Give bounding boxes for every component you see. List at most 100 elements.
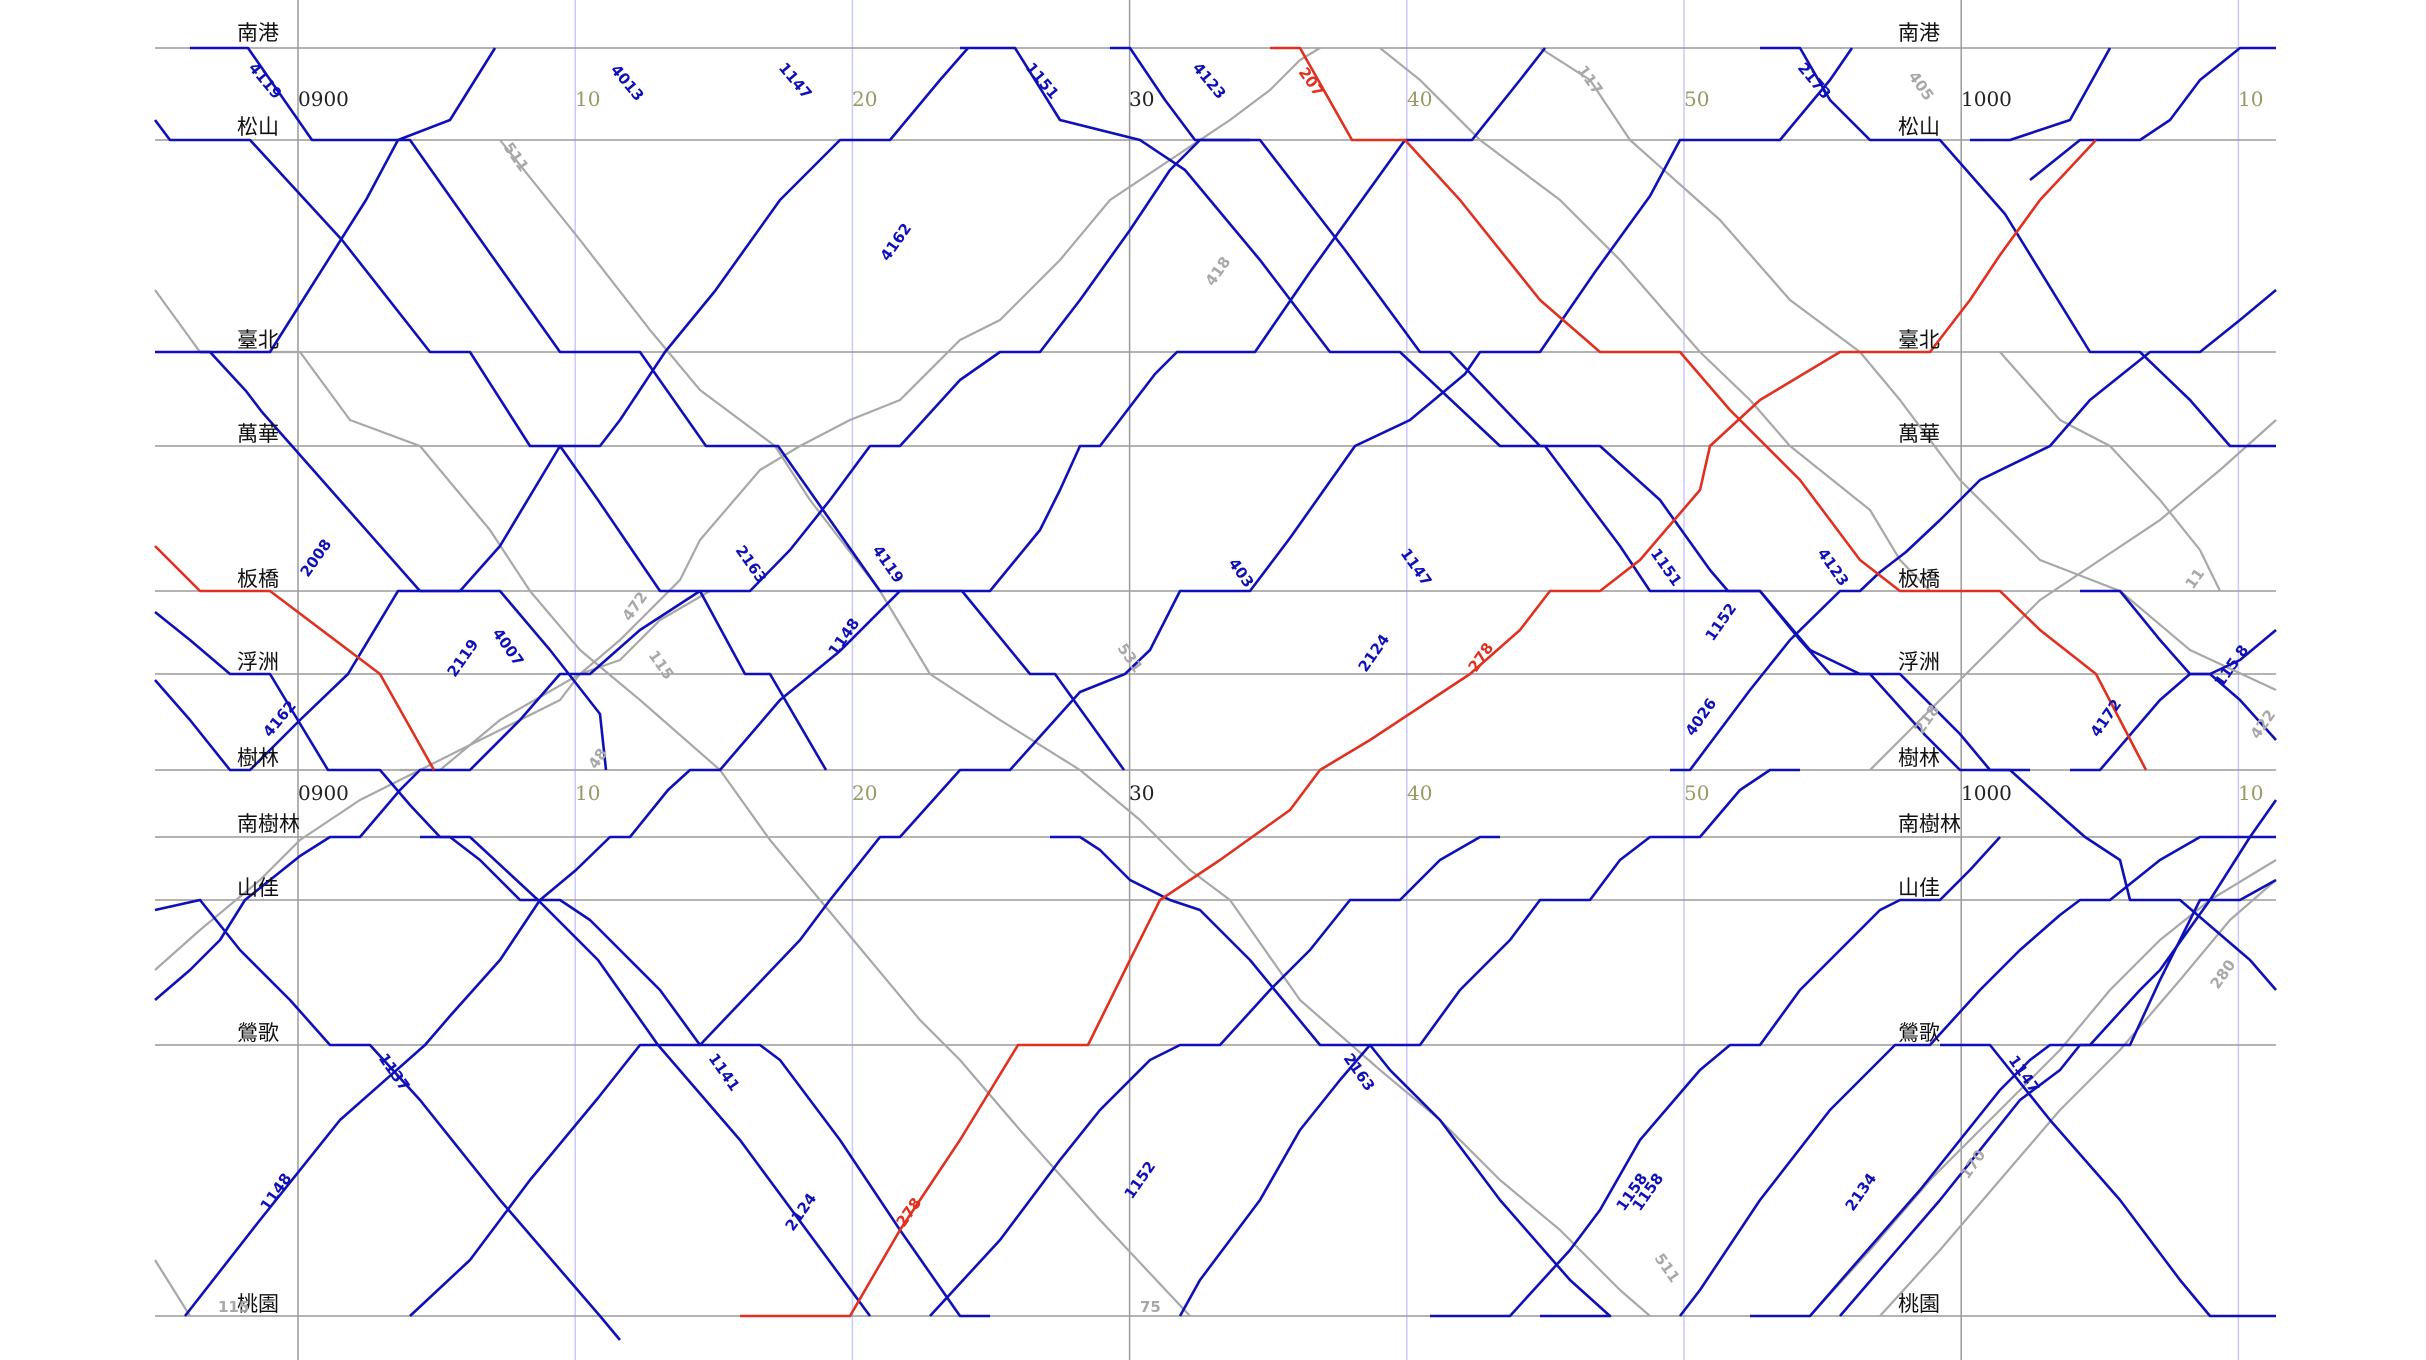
minute-label-30-top: 30 <box>1129 87 1154 111</box>
train-path <box>740 139 2097 1318</box>
train-path <box>1430 836 2001 1318</box>
train-path <box>1379 47 1931 592</box>
train-path <box>1178 768 1800 1317</box>
train-path <box>409 47 1854 1317</box>
minute-label-20-top: 20 <box>852 87 877 111</box>
train-path <box>499 139 1651 1317</box>
train-number: 2163 <box>732 542 771 587</box>
station-label-yingge-left: 鶯歌 <box>237 1021 279 1045</box>
train-path <box>200 47 497 354</box>
hour-label-0900-top: 0900 <box>298 87 349 111</box>
train-path <box>1678 835 2276 1317</box>
train-path <box>929 835 1500 1317</box>
train-number: 4026 <box>1682 695 1721 740</box>
train-path <box>1270 46 2148 771</box>
train-number: 405 <box>1905 68 1938 104</box>
train-number: 278 <box>1465 639 1498 675</box>
station-label-south-shulin-left: 南樹林 <box>237 812 300 836</box>
station-label-shanjia-right: 山佳 <box>1898 876 1940 900</box>
train-number: 4119 <box>869 542 908 587</box>
train-number: 115 8 <box>2211 641 2253 690</box>
station-label-shulin-right: 樹林 <box>1898 746 1940 770</box>
local-train-lines <box>153 46 2278 1341</box>
minute-label-10-mid: 10 <box>575 781 600 805</box>
other-train-lines <box>154 47 2277 1317</box>
hour-label-0900-mid: 0900 <box>298 781 349 805</box>
train-path <box>154 47 969 772</box>
train-number: 1147 <box>1397 545 1436 590</box>
train-number: 2124 <box>1355 631 1394 676</box>
minute-label-40-top: 40 <box>1407 87 1432 111</box>
station-label-taoyuan-left: 桃園 <box>237 1292 279 1316</box>
train-path <box>1940 1043 2276 1318</box>
train-number: 1148 <box>825 615 864 660</box>
train-path <box>1750 799 2278 1318</box>
train-number: 207 <box>1295 64 1328 100</box>
train-path <box>400 47 1321 772</box>
train-path <box>153 119 828 771</box>
train-path <box>1110 46 2277 991</box>
station-label-taipei-left: 臺北 <box>237 328 279 352</box>
train-number: 1151 <box>1022 59 1063 103</box>
hour-label-1000-mid: 1000 <box>1961 781 2012 805</box>
station-label-taipei-right: 臺北 <box>1898 328 1940 352</box>
train-number: 115 <box>218 1298 249 1316</box>
train-path <box>154 138 1250 1001</box>
train-path <box>190 46 1126 771</box>
train-number: 4013 <box>607 61 648 105</box>
minute-label-40-mid: 40 <box>1407 781 1432 805</box>
train-number: 4162 <box>877 220 916 265</box>
train-number: 2134 <box>1842 1170 1881 1215</box>
train-path <box>1760 46 2276 448</box>
train-path <box>960 46 2030 772</box>
station-label-banqiao-left: 板橋 <box>237 567 279 591</box>
train-number: 531 <box>1114 640 1147 676</box>
time-grid <box>297 0 2240 1360</box>
train-path <box>155 350 608 771</box>
train-number: 75 <box>1140 1298 1161 1316</box>
train-number: 4123 <box>1189 59 1230 103</box>
train-number: 1151 <box>1647 545 1686 590</box>
train-number: 4123 <box>1814 545 1853 590</box>
train-number: 4007 <box>489 625 528 670</box>
minute-label-10b-top: 10 <box>2238 87 2263 111</box>
train-path <box>2070 629 2277 772</box>
train-number: 280 <box>2207 956 2240 992</box>
train-number: 1152 <box>1121 1158 1160 1203</box>
train-path <box>154 545 436 771</box>
train-path <box>154 898 621 1341</box>
train-number: 1141 <box>705 1050 744 1095</box>
train-path <box>154 590 711 971</box>
train-number: 1152 <box>1702 600 1741 645</box>
train-path <box>183 47 1547 1317</box>
minute-label-30-mid: 30 <box>1129 781 1154 805</box>
train-number: 472 <box>619 588 652 624</box>
train-path <box>1839 878 2277 1317</box>
train-path <box>1970 47 2112 142</box>
train-number: 218 <box>1911 701 1944 737</box>
station-label-wanhua-right: 萬華 <box>1898 422 1940 446</box>
train-path <box>1999 351 2221 592</box>
minute-label-50-mid: 50 <box>1684 781 1709 805</box>
train-number: 2008 <box>297 536 336 581</box>
train-path <box>154 610 872 1317</box>
station-label-nangang-right: 南港 <box>1898 21 1940 45</box>
train-number: 1148 <box>257 1170 296 1215</box>
train-number: 511 <box>1651 1250 1684 1286</box>
train-number: 1147 <box>775 59 816 103</box>
train-path <box>154 1259 191 1317</box>
train-number: 11 <box>2182 565 2209 592</box>
station-label-fuzhou-left: 浮洲 <box>237 650 279 674</box>
train-number: 1147 <box>2005 1052 2044 1097</box>
station-label-taoyuan-right: 桃園 <box>1898 1292 1940 1316</box>
train-number: 4162 <box>259 697 300 741</box>
train-number: 2124 <box>782 1190 821 1235</box>
train-path <box>420 835 990 1318</box>
express-train-lines <box>154 46 2148 1318</box>
train-path <box>1879 879 2277 1317</box>
train-path <box>1869 419 2277 771</box>
train-number: 115 <box>645 647 678 683</box>
train-number: 117 <box>1574 62 1607 98</box>
train-number: 4119 <box>245 59 286 103</box>
